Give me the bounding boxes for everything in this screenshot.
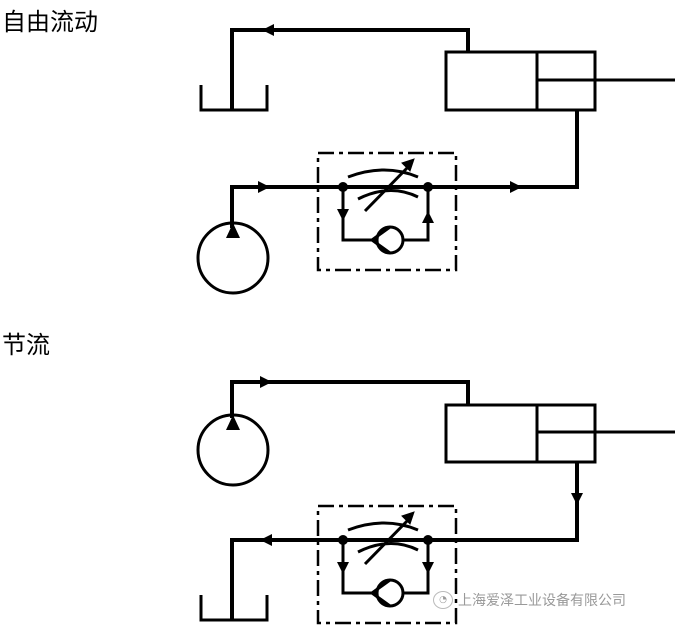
throttle-title: 节流 bbox=[2, 331, 50, 359]
down-arrow bbox=[337, 562, 349, 574]
flow-arrow bbox=[260, 376, 272, 388]
free-flow-circuit bbox=[196, 24, 675, 295]
tank bbox=[199, 595, 269, 622]
return-line bbox=[230, 28, 470, 110]
flow-arrow bbox=[510, 181, 522, 193]
down-arrow bbox=[337, 209, 349, 221]
up-arrow bbox=[422, 211, 434, 223]
piston-rod bbox=[535, 405, 675, 462]
down-arrow bbox=[422, 562, 434, 574]
throttle-check-valve bbox=[316, 151, 458, 272]
pressure-line bbox=[230, 380, 470, 418]
pressure-line bbox=[230, 110, 579, 228]
pump-arrow bbox=[226, 415, 240, 430]
free-flow-title: 自由流动 bbox=[2, 8, 98, 36]
throttle-check-valve bbox=[316, 504, 458, 625]
flow-arrow bbox=[260, 534, 272, 546]
flow-arrow bbox=[258, 181, 270, 193]
wechat-icon: ◔ bbox=[433, 591, 453, 609]
throttle-circuit bbox=[196, 376, 675, 625]
piston-rod bbox=[535, 52, 675, 110]
watermark-text: 上海爱泽工业设备有限公司 bbox=[458, 593, 626, 609]
watermark: ◔ 上海爱泽工业设备有限公司 bbox=[433, 590, 626, 610]
flow-arrow bbox=[571, 493, 583, 505]
pump-arrow bbox=[226, 223, 240, 238]
flow-arrow bbox=[262, 24, 274, 36]
